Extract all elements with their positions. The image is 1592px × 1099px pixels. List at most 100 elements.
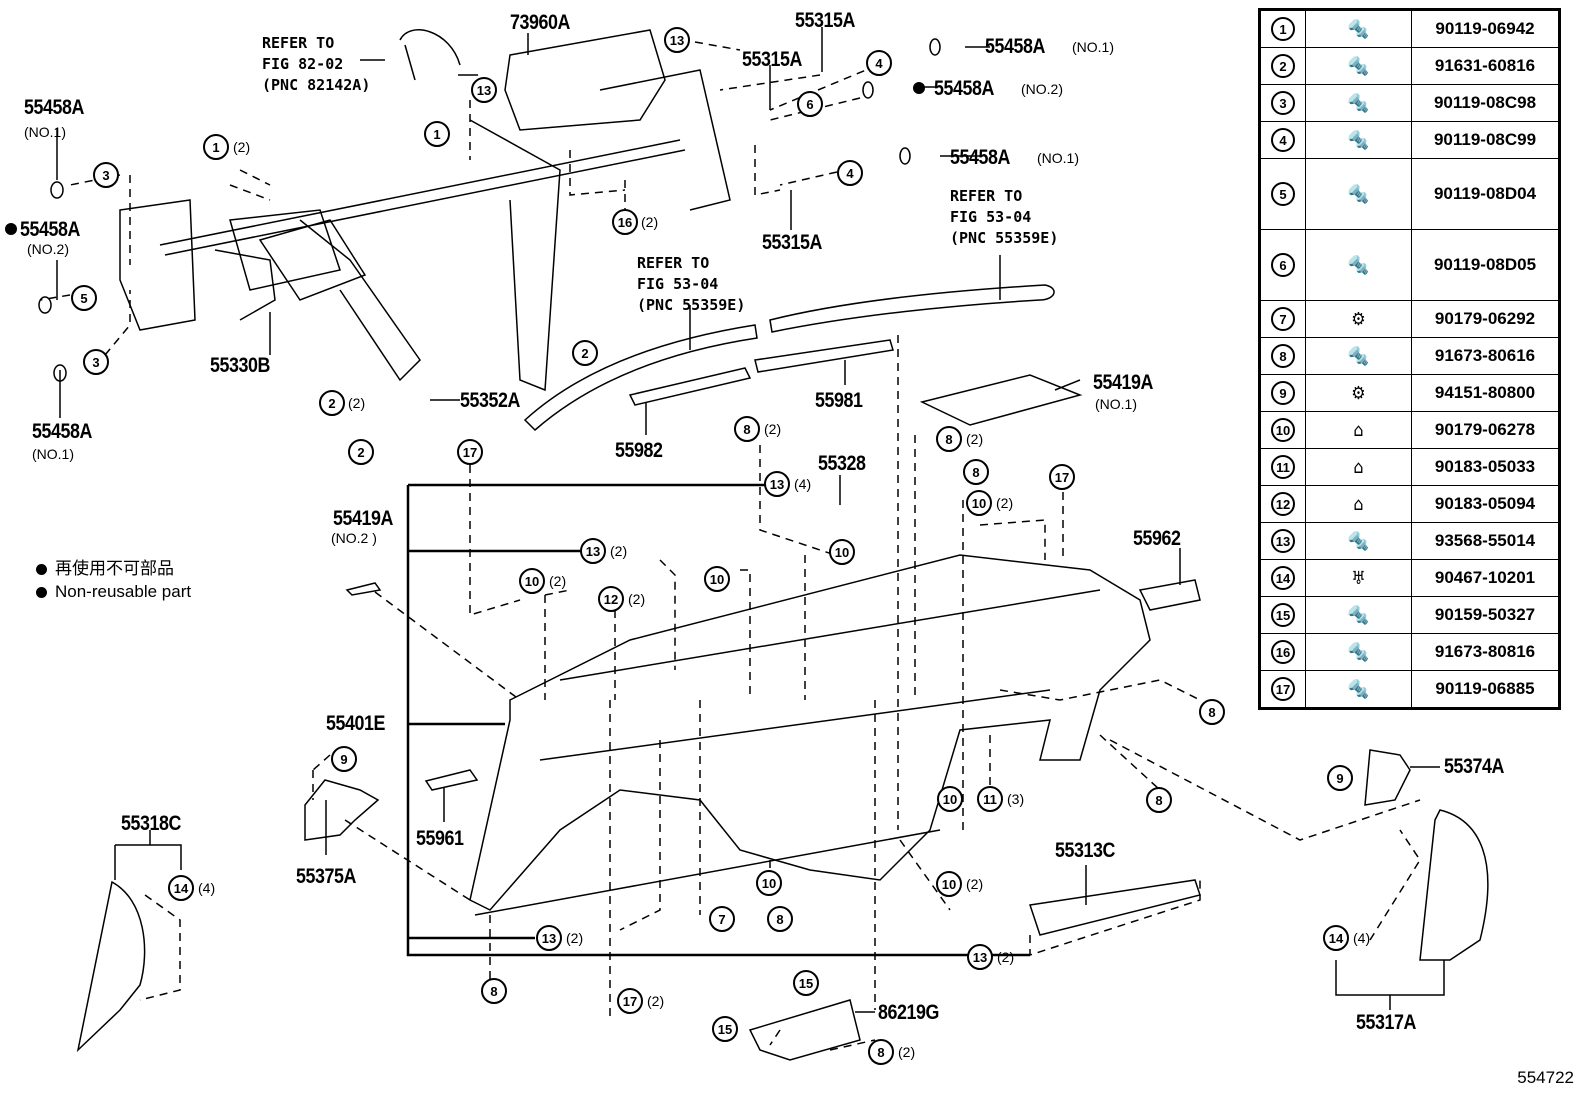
- callout-8[interactable]: 8: [1146, 787, 1172, 813]
- part-label-55458A[interactable]: 55458A: [24, 96, 84, 119]
- callout-13[interactable]: 13: [471, 77, 497, 103]
- part-label-55962[interactable]: 55962: [1133, 527, 1181, 550]
- callout-2[interactable]: 2: [319, 390, 345, 416]
- callout-10[interactable]: 10: [937, 786, 963, 812]
- part-label-55317A[interactable]: 55317A: [1356, 1011, 1416, 1034]
- callout-8[interactable]: 8: [481, 978, 507, 1004]
- fastener-part-number[interactable]: 94151-80800: [1411, 374, 1560, 412]
- fastener-row[interactable]: 3🔩90119-08C98: [1259, 84, 1560, 122]
- callout-15[interactable]: 15: [793, 970, 819, 996]
- fastener-row[interactable]: 13🔩93568-55014: [1259, 522, 1560, 560]
- fastener-row[interactable]: 15🔩90159-50327: [1259, 596, 1560, 634]
- callout-3[interactable]: 3: [93, 162, 119, 188]
- callout-8[interactable]: 8: [734, 416, 760, 442]
- fastener-row[interactable]: 7⚙90179-06292: [1259, 300, 1560, 338]
- callout-8[interactable]: 8: [767, 906, 793, 932]
- part-label-55375A[interactable]: 55375A: [296, 865, 356, 888]
- fastener-part-number[interactable]: 90179-06278: [1411, 411, 1560, 449]
- callout-8[interactable]: 8: [963, 459, 989, 485]
- part-label-55315A[interactable]: 55315A: [762, 231, 822, 254]
- part-label-55458A[interactable]: 55458A: [985, 35, 1045, 58]
- part-label-55318C[interactable]: 55318C: [121, 812, 181, 835]
- callout-16[interactable]: 16: [612, 209, 638, 235]
- part-label-55352A[interactable]: 55352A: [460, 389, 520, 412]
- fastener-part-number[interactable]: 90183-05094: [1411, 485, 1560, 523]
- fastener-row[interactable]: 1🔩90119-06942: [1259, 9, 1560, 48]
- fastener-row[interactable]: 9⚙94151-80800: [1259, 374, 1560, 412]
- callout-2[interactable]: 2: [348, 439, 374, 465]
- callout-1[interactable]: 1: [424, 121, 450, 147]
- callout-10[interactable]: 10: [519, 568, 545, 594]
- reference-fig-82-02[interactable]: REFER TO FIG 82-02 (PNC 82142A): [262, 34, 371, 94]
- callout-12[interactable]: 12: [598, 586, 624, 612]
- part-label-55315A[interactable]: 55315A: [795, 9, 855, 32]
- part-label-55458A-non-reusable[interactable]: 55458A: [20, 218, 80, 241]
- reference-fig-53-04[interactable]: REFER TO FIG 53-04 (PNC 55359E): [950, 187, 1059, 247]
- part-label-55313C[interactable]: 55313C: [1055, 839, 1115, 862]
- callout-2[interactable]: 2: [572, 340, 598, 366]
- fastener-row[interactable]: 11⌂90183-05033: [1259, 448, 1560, 486]
- callout-10[interactable]: 10: [704, 566, 730, 592]
- callout-11[interactable]: 11: [977, 786, 1003, 812]
- part-label-55330B[interactable]: 55330B: [210, 354, 270, 377]
- part-label-55328[interactable]: 55328: [818, 452, 866, 475]
- callout-8[interactable]: 8: [1199, 699, 1225, 725]
- fastener-row[interactable]: 16🔩91673-80816: [1259, 633, 1560, 671]
- callout-1[interactable]: 1: [203, 134, 229, 160]
- part-label-55981[interactable]: 55981: [815, 389, 863, 412]
- part-label-55374A[interactable]: 55374A: [1444, 755, 1504, 778]
- fastener-part-number[interactable]: 90119-08D05: [1411, 229, 1560, 301]
- fastener-part-number[interactable]: 93568-55014: [1411, 522, 1560, 560]
- callout-13[interactable]: 13: [764, 471, 790, 497]
- callout-15[interactable]: 15: [712, 1016, 738, 1042]
- fastener-row[interactable]: 12⌂90183-05094: [1259, 485, 1560, 523]
- callout-13[interactable]: 13: [967, 944, 993, 970]
- part-label-55315A[interactable]: 55315A: [742, 48, 802, 71]
- fastener-part-number[interactable]: 90119-08C98: [1411, 84, 1560, 122]
- callout-6[interactable]: 6: [797, 91, 823, 117]
- callout-5[interactable]: 5: [71, 285, 97, 311]
- callout-13[interactable]: 13: [536, 925, 562, 951]
- fastener-row[interactable]: 2🔩91631-60816: [1259, 47, 1560, 85]
- part-label-55419A[interactable]: 55419A: [333, 507, 393, 530]
- part-label-86219G[interactable]: 86219G: [878, 1001, 939, 1024]
- fastener-part-number[interactable]: 90159-50327: [1411, 596, 1560, 634]
- callout-14[interactable]: 14: [1323, 925, 1349, 951]
- fastener-part-number[interactable]: 90183-05033: [1411, 448, 1560, 486]
- fastener-part-number[interactable]: 90119-08D04: [1411, 158, 1560, 230]
- callout-10[interactable]: 10: [936, 871, 962, 897]
- part-label-55982[interactable]: 55982: [615, 439, 663, 462]
- fastener-row[interactable]: 4🔩90119-08C99: [1259, 121, 1560, 159]
- callout-14[interactable]: 14: [168, 875, 194, 901]
- fastener-row[interactable]: 8🔩91673-80616: [1259, 337, 1560, 375]
- callout-17[interactable]: 17: [617, 988, 643, 1014]
- reference-fig-53-04[interactable]: REFER TO FIG 53-04 (PNC 55359E): [637, 254, 746, 314]
- fastener-row[interactable]: 14♅90467-10201: [1259, 559, 1560, 597]
- part-label-73960A[interactable]: 73960A: [510, 11, 570, 34]
- callout-10[interactable]: 10: [756, 870, 782, 896]
- callout-10[interactable]: 10: [829, 539, 855, 565]
- part-label-55961[interactable]: 55961: [416, 827, 464, 850]
- callout-13[interactable]: 13: [664, 27, 690, 53]
- callout-9[interactable]: 9: [1327, 765, 1353, 791]
- fastener-row[interactable]: 17🔩90119-06885: [1259, 670, 1560, 709]
- callout-8[interactable]: 8: [936, 426, 962, 452]
- callout-10[interactable]: 10: [966, 490, 992, 516]
- fastener-part-number[interactable]: 90467-10201: [1411, 559, 1560, 597]
- callout-13[interactable]: 13: [580, 538, 606, 564]
- callout-4[interactable]: 4: [866, 50, 892, 76]
- fastener-part-number[interactable]: 90119-06942: [1411, 9, 1560, 48]
- callout-8[interactable]: 8: [868, 1039, 894, 1065]
- part-label-55419A[interactable]: 55419A: [1093, 371, 1153, 394]
- fastener-part-number[interactable]: 91673-80816: [1411, 633, 1560, 671]
- fastener-part-number[interactable]: 90119-08C99: [1411, 121, 1560, 159]
- fastener-part-number[interactable]: 90119-06885: [1411, 670, 1560, 709]
- callout-4[interactable]: 4: [837, 160, 863, 186]
- callout-17[interactable]: 17: [457, 439, 483, 465]
- callout-3[interactable]: 3: [83, 349, 109, 375]
- part-label-55458A[interactable]: 55458A: [950, 146, 1010, 169]
- callout-17[interactable]: 17: [1049, 464, 1075, 490]
- fastener-part-number[interactable]: 91631-60816: [1411, 47, 1560, 85]
- fastener-row[interactable]: 10⌂90179-06278: [1259, 411, 1560, 449]
- part-label-55401E[interactable]: 55401E: [326, 712, 385, 735]
